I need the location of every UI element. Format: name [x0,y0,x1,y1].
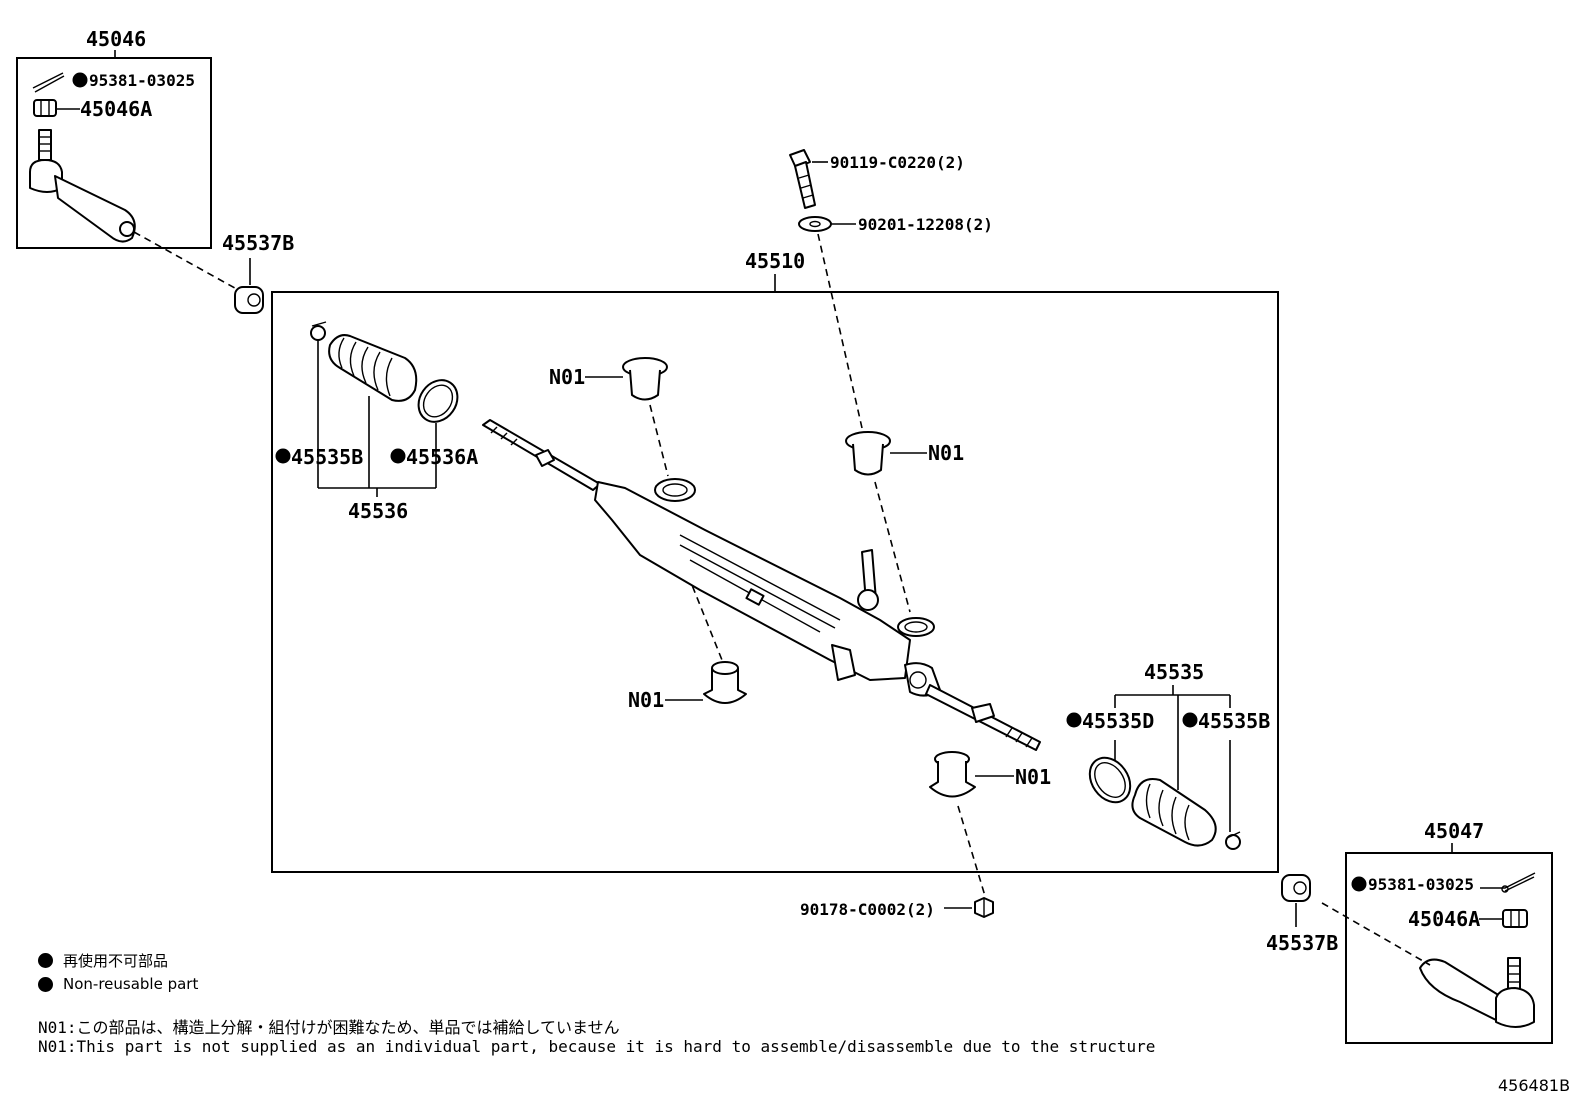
callout-95381-03025-rh: 95381-03025 [1368,875,1474,894]
callout-90201-12208: 90201-12208(2) [858,215,993,234]
callout-45535B-rh: 45535B [1198,709,1270,733]
bolt-icon [789,149,816,209]
steering-boot-rh-icon [1131,778,1217,847]
figure-number: 456481B [1498,1076,1571,1095]
dust-cover-lh-icon [234,286,264,314]
boot-clamp-rh-icon [1225,831,1241,850]
assembly-line-lh [133,231,243,293]
callout-45046A-lh: 45046A [80,97,152,121]
nut-gear-icon [974,897,994,918]
note-ja: N01:この部品は、構造上分解・組付けが困難なため、単品では補給していません [38,1018,620,1037]
dust-cover-rh-icon [1281,874,1311,902]
callout-45535B-lh: 45535B [291,445,363,469]
callout-45536A: 45536A [406,445,478,469]
steering-rack-icon [482,419,1041,751]
assembly-line-rh [1321,902,1431,966]
callout-45046A-rh: 45046A [1408,907,1480,931]
bushing-lower-left-icon [703,661,747,704]
cotter-pin-rh-icon [1480,872,1536,893]
tie-rod-end-rh-box [1345,852,1553,1044]
callout-90178-C0002: 90178-C0002(2) [800,900,935,919]
legend-en-text: Non-reusable part [63,975,199,993]
callout-45047: 45047 [1424,819,1484,843]
callout-45535D: 45535D [1082,709,1154,733]
boot-clip-rh-icon [1088,756,1132,804]
callout-N01-lower-right: N01 [1015,765,1051,789]
bushing-lower-right-icon [929,751,976,798]
callout-45535: 45535 [1144,660,1204,684]
boot-clip-lh-icon [417,379,459,423]
washer-icon [798,216,832,232]
non-reusable-mark-icon [38,976,53,992]
castle-nut-rh-icon [1502,909,1528,928]
boot-clamp-lh-icon [310,321,327,341]
castle-nut-lh-icon [33,99,57,117]
callout-95381-03025-lh: 95381-03025 [89,71,195,90]
bushing-upper-right-icon [845,431,891,476]
cotter-pin-lh-icon [32,72,65,93]
legend-ja: 再使用不可部品 [38,950,168,971]
note-en: N01:This part is not supplied as an indi… [38,1037,1156,1056]
bushing-upper-left-icon [622,357,668,401]
callout-45537B-lh: 45537B [222,231,294,255]
steering-boot-lh-icon [328,334,418,402]
non-reusable-mark-icon [72,72,88,88]
callout-45510: 45510 [745,249,805,273]
callout-N01-upper-left: N01 [549,365,585,389]
tie-rod-end-lh-box [16,57,212,249]
callout-45536: 45536 [348,499,408,523]
callout-45537B-rh: 45537B [1266,931,1338,955]
non-reusable-mark-icon [38,953,53,968]
legend-en: Non-reusable part [38,975,198,993]
legend-ja-text: 再使用不可部品 [63,952,169,970]
callout-90119-C0220: 90119-C0220(2) [830,153,965,172]
callout-N01-upper-right: N01 [928,441,964,465]
callout-N01-lower-left: N01 [628,688,664,712]
tie-rod-end-lh-icon [29,129,136,243]
tie-rod-end-rh-icon [1419,957,1535,1028]
callout-45046: 45046 [86,27,146,51]
